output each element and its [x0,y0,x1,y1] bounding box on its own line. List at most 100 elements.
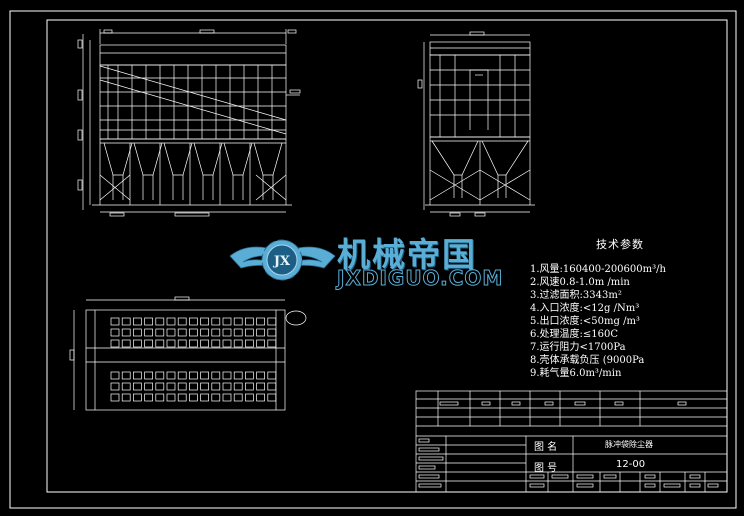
filter-cell [200,371,209,380]
filter-cell [144,393,153,402]
filter-cell [222,328,232,337]
filter-cell [121,328,131,337]
filter-cell [256,382,265,391]
filter-cell [121,393,131,402]
plan-filter-cells-bottom [110,371,277,402]
logo-emblem: JX [229,239,336,281]
filter-cell [256,393,265,402]
filter-cell [144,371,153,380]
filter-cell [233,382,243,391]
drawing-number: 12-00 [616,459,646,470]
logo-badge-text: JX [273,254,291,269]
filter-cell [155,393,165,402]
plan-filter-cells-top [110,317,277,348]
filter-cell [144,382,153,391]
parameter-line: 4.入口浓度:<12g /Nm³ [530,303,640,314]
filter-cell [121,382,131,391]
filter-cell [267,393,277,402]
filter-cell [121,339,131,348]
right-wing-icon [291,246,336,269]
filter-cell [233,339,243,348]
title-block [415,390,728,493]
filter-cell [177,371,187,380]
filter-cell [166,382,176,391]
filter-cell [133,339,142,348]
side-elevation-view [417,31,535,217]
filter-cell [222,382,232,391]
filter-cell [245,371,254,380]
parameters-title: 技术参数 [596,238,644,251]
filter-cell [233,371,243,380]
parameter-line: 6.处理温度:≤160C [530,329,619,340]
watermark-logo: 机械帝国 JXDIGUO.COM [225,230,525,294]
filter-cell [133,371,142,380]
filter-cell [177,382,187,391]
filter-cell [133,328,142,337]
filter-cell [189,328,198,337]
filter-cell [166,317,176,326]
filter-cell [177,328,187,337]
filter-cell [166,328,176,337]
filter-cell [121,371,131,380]
filter-cell [110,317,120,326]
filter-cell [155,317,165,326]
filter-cell [222,371,232,380]
filter-cell [211,328,221,337]
filter-cell [211,317,221,326]
filter-cell [133,317,142,326]
parameter-line: 5.出口浓度:<50mg /m³ [530,316,640,327]
filter-cell [233,317,243,326]
filter-cell [267,339,277,348]
filter-cell [166,393,176,402]
drawing-number-label: 图 号 [534,463,558,474]
drawing-name: 脉冲袋除尘器 [605,440,653,449]
filter-cell [144,328,153,337]
filter-cell [245,317,254,326]
filter-cell [200,382,209,391]
filter-cell [166,371,176,380]
filter-cell [189,371,198,380]
filter-cell [110,371,120,380]
filter-cell [189,393,198,402]
parameter-line: 1.风量:160400-200600m³/h [530,264,666,275]
outer-frame [9,10,737,509]
filter-cell [189,317,198,326]
filter-cell [133,393,142,402]
filter-cell [267,317,277,326]
filter-cell [200,328,209,337]
filter-cell [222,339,232,348]
filter-cell [233,393,243,402]
filter-cell [233,328,243,337]
logo-english-text: JXDIGUO.COM [336,266,504,291]
filter-cell [110,393,120,402]
filter-cell [177,339,187,348]
filter-cell [256,328,265,337]
filter-cell [189,339,198,348]
plan-view [69,296,307,411]
parameter-line: 7.运行阻力<1700Pa [530,342,626,353]
filter-cell [245,328,254,337]
filter-cell [133,382,142,391]
parameter-line: 2.风速0.8-1.0m /min [530,277,630,288]
filter-cell [267,382,277,391]
filter-cell [211,339,221,348]
filter-cell [155,339,165,348]
front-elevation-view [77,29,301,217]
filter-cell [155,371,165,380]
filter-cell [256,371,265,380]
filter-cell [200,339,209,348]
filter-cell [222,317,232,326]
filter-cell [256,317,265,326]
filter-cell [155,382,165,391]
filter-cell [222,393,232,402]
parameter-line: 8.壳体承载负压 (9000Pa [530,355,645,366]
filter-cell [245,393,254,402]
filter-cell [144,317,153,326]
parameter-line: 3.过滤面积:3343m² [530,290,622,301]
parameter-line: 9.耗气量6.0m³/min [530,368,622,379]
filter-cell [121,317,131,326]
filter-cell [155,328,165,337]
filter-cell [245,382,254,391]
filter-cell [110,328,120,337]
